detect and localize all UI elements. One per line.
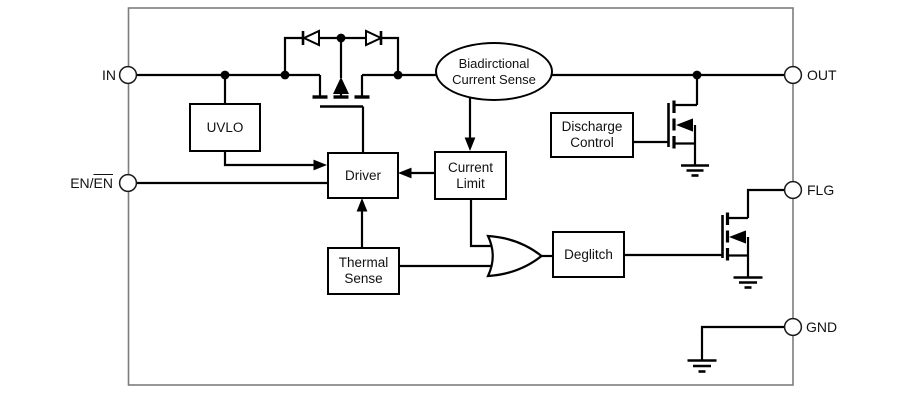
pin-circles: [118, 65, 803, 337]
or-gate-icon: [486, 234, 544, 278]
pin-label-flg: FLG: [807, 182, 835, 198]
ground-symbol: [733, 276, 763, 289]
pin-label-en-overline: EN: [93, 175, 113, 191]
back-to-back-diodes-icon: [301, 29, 384, 47]
block-driver-label: Driver: [345, 167, 381, 183]
pin-circle-in: [118, 65, 138, 85]
block-current-limit: Current Limit: [434, 151, 507, 200]
wires: [136, 36, 785, 360]
pin-circle-en: [118, 173, 138, 193]
block-deglitch-label: Deglitch: [564, 246, 613, 262]
pin-label-en-prefix: EN/: [70, 175, 94, 191]
block-thermal-sense-line1: Thermal: [338, 255, 389, 270]
arrow-uvlo-to-driver: [313, 159, 327, 171]
block-deglitch: Deglitch: [552, 231, 625, 278]
pin-circle-out: [783, 65, 803, 85]
arrow-thermal-to-driver: [356, 198, 368, 212]
junction-dots: [220, 33, 702, 80]
pin-circle-flg: [783, 180, 803, 200]
pass-fet-icon: [312, 77, 370, 108]
block-uvlo-label: UVLO: [206, 119, 244, 135]
arrow-sense-to-current-limit: [464, 137, 476, 151]
block-uvlo: UVLO: [189, 103, 261, 152]
block-driver: Driver: [327, 152, 399, 199]
pin-label-in: IN: [102, 67, 116, 83]
block-bidirectional-current-sense: Biadirctional Current Sense: [435, 42, 553, 101]
discharge-fet-icon: [633, 75, 709, 177]
pin-circle-gnd: [783, 317, 803, 337]
block-thermal-sense-line2: Sense: [344, 271, 383, 286]
block-discharge-control: Discharge Control: [550, 112, 634, 158]
pin-label-out: OUT: [807, 67, 837, 83]
flag-fet-icon: [721, 188, 785, 289]
arrow-current-limit-to-driver: [398, 167, 412, 179]
block-current-limit-line2: Limit: [456, 175, 485, 191]
block-thermal-sense: Thermal Sense: [327, 247, 400, 295]
ground-symbol: [687, 359, 717, 373]
arrowheads: [313, 137, 476, 212]
block-discharge-control-line2: Control: [570, 135, 614, 150]
pin-label-en: EN/EN: [50, 175, 113, 191]
block-discharge-control-line1: Discharge: [561, 119, 623, 134]
pin-label-gnd: GND: [806, 319, 838, 335]
block-current-limit-line1: Current: [447, 159, 493, 175]
block-bidirectional-current-sense-line2: Current Sense: [452, 71, 536, 87]
block-bidirectional-current-sense-line1: Biadirctional: [458, 56, 530, 71]
ground-symbol: [681, 164, 709, 177]
